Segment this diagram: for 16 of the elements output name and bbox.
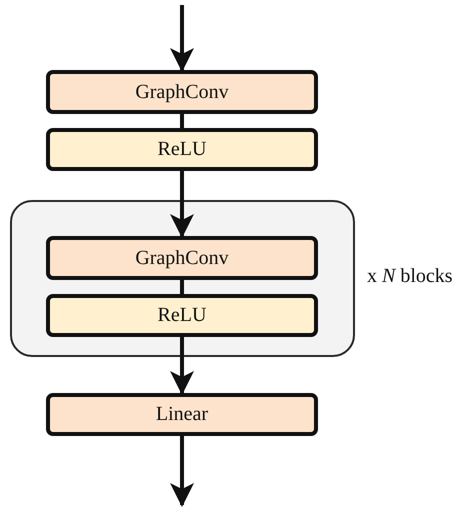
layer-label: GraphConv: [135, 246, 229, 270]
arrow: [170, 337, 194, 395]
activation-box: [46, 128, 318, 171]
repeat-count-label: x N blocks: [367, 264, 453, 288]
layer-label: ReLU: [158, 138, 206, 161]
activation-box: [46, 294, 318, 337]
repeat-group-box: [10, 200, 355, 357]
layer-box: [46, 393, 318, 436]
arrow: [170, 436, 194, 507]
layer-label: GraphConv: [135, 80, 229, 104]
layer-box: [46, 70, 318, 114]
layer-box: [46, 236, 318, 280]
layer-label: Linear: [156, 403, 208, 426]
layer-label: ReLU: [158, 304, 206, 327]
arrow: [170, 171, 194, 238]
arrow: [170, 5, 194, 72]
